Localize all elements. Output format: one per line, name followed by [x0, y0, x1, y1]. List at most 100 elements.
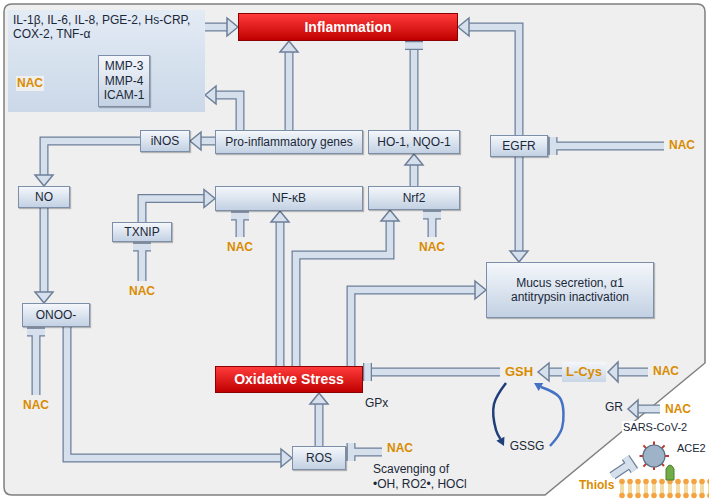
block-arrow: [618, 368, 648, 377]
cell-membrane: [618, 465, 709, 499]
drug-label: NAC: [664, 402, 692, 417]
connector-fill: [142, 199, 204, 223]
arrow-connector: [351, 281, 486, 366]
arrow-connector: [35, 141, 140, 186]
inhibition-connector: [368, 363, 501, 381]
inhibition-bar: [133, 247, 151, 281]
node-text: IL-1β, IL-6, IL-8, PGE-2, Hs-CRP, COX-2,…: [13, 13, 190, 41]
node-text: GSH: [505, 364, 533, 380]
virus-particle: [640, 442, 670, 471]
arrow-connector: [205, 18, 238, 36]
connector-fill: [411, 46, 418, 131]
connector-fill: [41, 208, 48, 292]
arrow-head: [628, 400, 638, 418]
connector-outline: [44, 141, 140, 175]
connector-fill: [277, 222, 284, 366]
node-text: TXNIP: [124, 225, 159, 239]
connector-outline: [351, 290, 475, 366]
outcome-box: Oxidative Stress: [215, 366, 363, 393]
process-box: MMP-3 MMP-4 ICAM-1: [98, 55, 150, 107]
node-text: Mucus secretion, α1 antitrypsin inactiva…: [491, 276, 649, 305]
inhibition-bar: [405, 42, 423, 49]
virus-spike: [662, 445, 665, 448]
process-box: ROS: [292, 446, 346, 470]
inhibition-bar: [231, 216, 249, 237]
process-box: NF-κB: [215, 186, 363, 211]
process-box: Pro-inflammatory genes: [215, 130, 363, 154]
connector-outline: [549, 368, 562, 377]
arrow-head: [496, 437, 504, 446]
node-text: Oxidative Stress: [234, 371, 344, 388]
arrow-head: [608, 362, 618, 382]
connector-outline: [469, 27, 519, 135]
virus-body: [643, 445, 665, 467]
connector-outline: [276, 222, 285, 366]
arrow-head: [204, 190, 215, 208]
connector-outline: [410, 165, 419, 186]
connector-outline: [40, 208, 49, 292]
drug-label: NAC: [668, 138, 696, 153]
arrow-head: [205, 86, 216, 104]
arrow-connector: [458, 18, 519, 135]
node-text: Inflammation: [304, 19, 391, 36]
node-text: NO: [35, 190, 53, 204]
inhibition-bar: [612, 457, 634, 476]
arrow-head: [281, 449, 292, 467]
lipid-bilayer: [618, 478, 709, 499]
drug-label: NAC: [226, 240, 254, 255]
arrow-head: [227, 18, 238, 36]
drug-label: NAC: [22, 398, 50, 413]
drug-label: NAC: [418, 240, 446, 255]
arrow-head: [190, 132, 201, 150]
inhibition-bar: [423, 215, 441, 237]
node-text: Nrf2: [403, 191, 426, 205]
connector-fill: [411, 165, 418, 186]
arrow-head: [475, 281, 486, 299]
arrow-connector: [142, 190, 215, 223]
arrow-connector: [405, 154, 423, 186]
mediator-panel: IL-1β, IL-6, IL-8, PGE-2, Hs-CRP, COX-2,…: [8, 10, 205, 112]
connector-fill: [286, 52, 293, 130]
inhibition-bar: [27, 332, 45, 395]
connector-outline: [216, 95, 240, 130]
node-text: HO-1, NQO-1: [377, 135, 450, 149]
connector-fill: [469, 27, 519, 135]
connector-fill: [368, 369, 501, 376]
process-box: NO: [18, 186, 70, 208]
inhibition-bar: [351, 443, 382, 461]
process-box: Mucus secretion, α1 antitrypsin inactiva…: [486, 262, 654, 318]
arrow-head: [280, 41, 298, 52]
connector-outline: [410, 46, 419, 131]
node-text: iNOS: [151, 134, 180, 148]
cycle-arc: [493, 383, 506, 439]
ace2-receptor: [666, 465, 674, 480]
node-text: ROS: [306, 451, 332, 465]
arrow-connector: [271, 211, 289, 366]
connector-outline: [205, 23, 227, 32]
connector-fill: [44, 141, 140, 175]
arrow-head: [538, 363, 549, 381]
block-arrow: [638, 405, 660, 414]
arrow-head: [310, 393, 328, 404]
node-text: EGFR: [502, 139, 535, 153]
drug-label: NAC: [16, 76, 44, 91]
process-box: ONOO-: [22, 303, 90, 327]
arrow-head: [458, 18, 469, 36]
arrow-head: [381, 210, 399, 221]
connector-fill: [549, 369, 562, 376]
node-text: GSSG: [510, 439, 545, 453]
arrow-connector: [534, 383, 564, 446]
process-box: EGFR: [490, 135, 548, 157]
process-box: Nrf2: [368, 186, 460, 210]
inhibition-bar: [231, 216, 249, 237]
arrow-head: [271, 211, 289, 222]
arrow-connector: [35, 208, 53, 303]
node-text: NF-κB: [272, 191, 306, 205]
drug-label: NAC: [386, 441, 414, 456]
note-text: Scavenging of •OH, RO2•, HOCl: [372, 462, 470, 492]
virus-spike: [643, 445, 646, 448]
cycle-arc: [541, 387, 564, 446]
outcome-box: Inflammation: [238, 13, 458, 41]
molecule-label: GSH: [500, 362, 538, 382]
